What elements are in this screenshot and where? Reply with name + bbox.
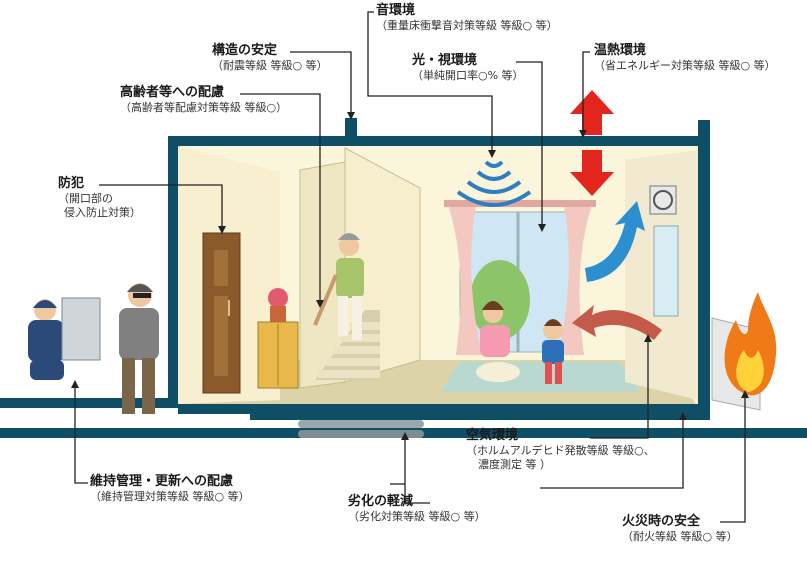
- flower-pot: [270, 306, 286, 322]
- heat-down-arrow: [570, 150, 614, 196]
- heat-up-arrow: [570, 90, 614, 135]
- door-panel-lower: [214, 296, 228, 376]
- label-title: 空気環境: [466, 428, 519, 443]
- label-title: 防犯: [58, 176, 85, 191]
- worker-figure: [28, 299, 64, 380]
- label-sound-environment: 音環境 （重量床衝撃音対策等級 等級○ 等）: [376, 3, 558, 33]
- label-detail: （省エネルギー対策等級 等級○ 等）: [594, 59, 776, 73]
- label-detail: （耐火等級 等級○ 等）: [622, 530, 738, 544]
- fan-icon: [653, 190, 673, 210]
- label-detail: （ホルムアルデヒド発散等級 等級○、: [466, 444, 655, 458]
- curtain-rail: [444, 200, 596, 207]
- elderly-person-figure: [313, 233, 364, 340]
- label-detail: 濃度測定 等 ）: [478, 458, 551, 471]
- label-title: 構造の安定: [212, 43, 278, 58]
- structure-column-top: [345, 118, 357, 146]
- air-flow-red-arrow: [572, 305, 662, 340]
- right-wall-frame: [698, 120, 710, 420]
- door-panel: [214, 250, 228, 286]
- label-title: 音環境: [376, 3, 416, 18]
- label-detail: （開口部の: [58, 192, 113, 206]
- rug: [440, 362, 640, 392]
- label-maintenance: 維持管理・更新への配慮 （維持管理対策等級 等級○ 等）: [90, 474, 250, 504]
- side-window: [653, 225, 679, 317]
- burglar-figure: [119, 283, 159, 414]
- label-detail: （耐震等級 等級○ 等）: [212, 59, 328, 73]
- leader-arrowheads: [71, 112, 749, 440]
- drainage-pipes: [298, 420, 424, 438]
- floor-slab-lower: [250, 408, 710, 420]
- label-detail: （単純開口率○% 等）: [412, 69, 524, 83]
- label-title: 光・視環境: [412, 53, 478, 68]
- label-thermal-environment: 温熱環境 （省エネルギー対策等級 等級○ 等）: [594, 43, 776, 73]
- leader-lines: [74, 11, 746, 523]
- label-elderly-consideration: 高齢者等への配慮 （高齢者等配慮対策等級 等級○）: [120, 85, 287, 115]
- label-structure: 構造の安定 （耐震等級 等級○ 等）: [212, 43, 328, 73]
- air-flow-blue-arrow: [585, 201, 645, 282]
- label-title: 劣化の軽減: [348, 494, 414, 509]
- label-detail: （維持管理対策等級 等級○ 等）: [90, 490, 250, 504]
- label-detail: （高齢者等配慮対策等級 等級○）: [120, 101, 288, 115]
- curtain-right: [558, 205, 592, 355]
- label-title: 火災時の安全: [622, 514, 701, 529]
- flowers: [268, 288, 288, 308]
- label-detail: （重量床衝撃音対策等級 等級○ 等）: [376, 19, 558, 33]
- label-detail: （劣化対策等級 等級○ 等）: [348, 510, 486, 524]
- label-light-environment: 光・視環境 （単純開口率○% 等）: [412, 53, 524, 83]
- label-fire-safety: 火災時の安全 （耐火等級 等級○ 等）: [622, 514, 738, 544]
- label-title: 高齢者等への配慮: [120, 85, 225, 100]
- fire-icon: [724, 292, 777, 396]
- mother-and-child-figures: [476, 301, 564, 384]
- label-air-environment: 空気環境 （ホルムアルデヒド発散等級 等級○、 濃度測定 等 ）: [466, 428, 655, 472]
- label-title: 維持管理・更新への配慮: [90, 474, 234, 489]
- sound-wave-icon: [456, 160, 532, 207]
- label-detail: 侵入防止対策）: [64, 206, 141, 219]
- tree-outside: [470, 260, 530, 340]
- roof-beam: [168, 136, 708, 146]
- left-wall-frame: [168, 136, 180, 408]
- curtain-left: [448, 205, 482, 355]
- label-deterioration-reduction: 劣化の軽減 （劣化対策等級 等級○ 等）: [348, 494, 486, 524]
- utility-box: [61, 297, 101, 361]
- label-crime-prevention: 防犯 （開口部の 侵入防止対策）: [58, 176, 141, 220]
- label-title: 温熱環境: [594, 43, 647, 58]
